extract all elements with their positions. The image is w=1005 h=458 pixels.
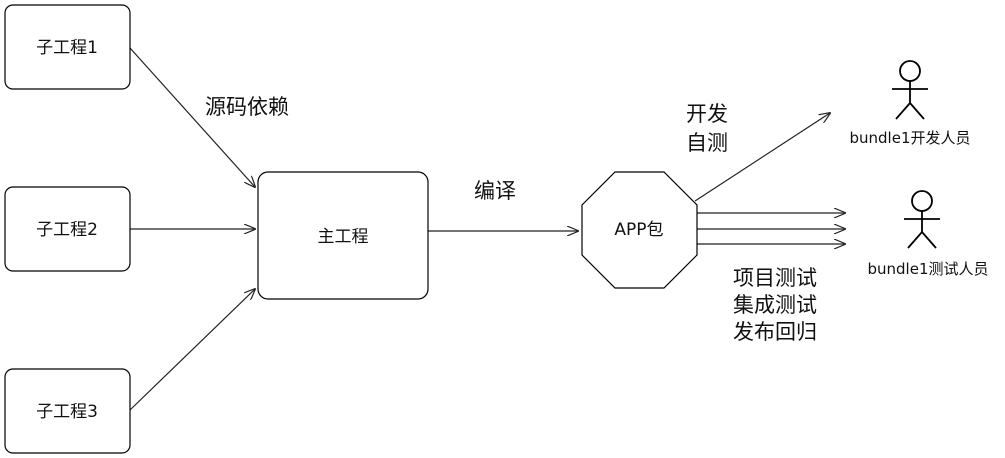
- label-source-dependency: 源码依赖: [205, 95, 289, 119]
- node-sub2-label: 子工程2: [36, 220, 98, 240]
- node-main: 主工程: [257, 171, 429, 300]
- developer-stick-figure-icon: [892, 60, 928, 120]
- actor-developer-label: bundle1开发人员: [850, 129, 971, 147]
- node-app: APP包: [581, 171, 698, 289]
- edge-app-to-developer: [694, 113, 830, 202]
- label-compile: 编译: [474, 179, 516, 203]
- node-app-label: APP包: [614, 220, 663, 240]
- node-sub3-label: 子工程3: [36, 402, 98, 422]
- node-sub3: 子工程3: [4, 368, 131, 454]
- label-dev-self-test-2: 自测: [686, 131, 728, 155]
- edges: [129, 47, 845, 411]
- edge-sub1-to-main: [129, 47, 255, 187]
- actor-tester: bundle1测试人员: [868, 190, 989, 278]
- actor-tester-label: bundle1测试人员: [868, 260, 989, 278]
- tester-stick-figure-icon: [904, 190, 940, 249]
- label-release-regression: 发布回归: [733, 320, 817, 344]
- edge-sub3-to-main: [129, 289, 255, 411]
- label-integration-test: 集成测试: [733, 293, 817, 317]
- node-sub1: 子工程1: [4, 4, 131, 90]
- label-project-test: 项目测试: [733, 266, 817, 290]
- actor-developer: bundle1开发人员: [850, 60, 971, 147]
- node-sub1-label: 子工程1: [36, 38, 98, 58]
- label-dev-self-test-1: 开发: [686, 102, 728, 126]
- node-sub2: 子工程2: [4, 186, 131, 272]
- node-main-label: 主工程: [318, 227, 369, 247]
